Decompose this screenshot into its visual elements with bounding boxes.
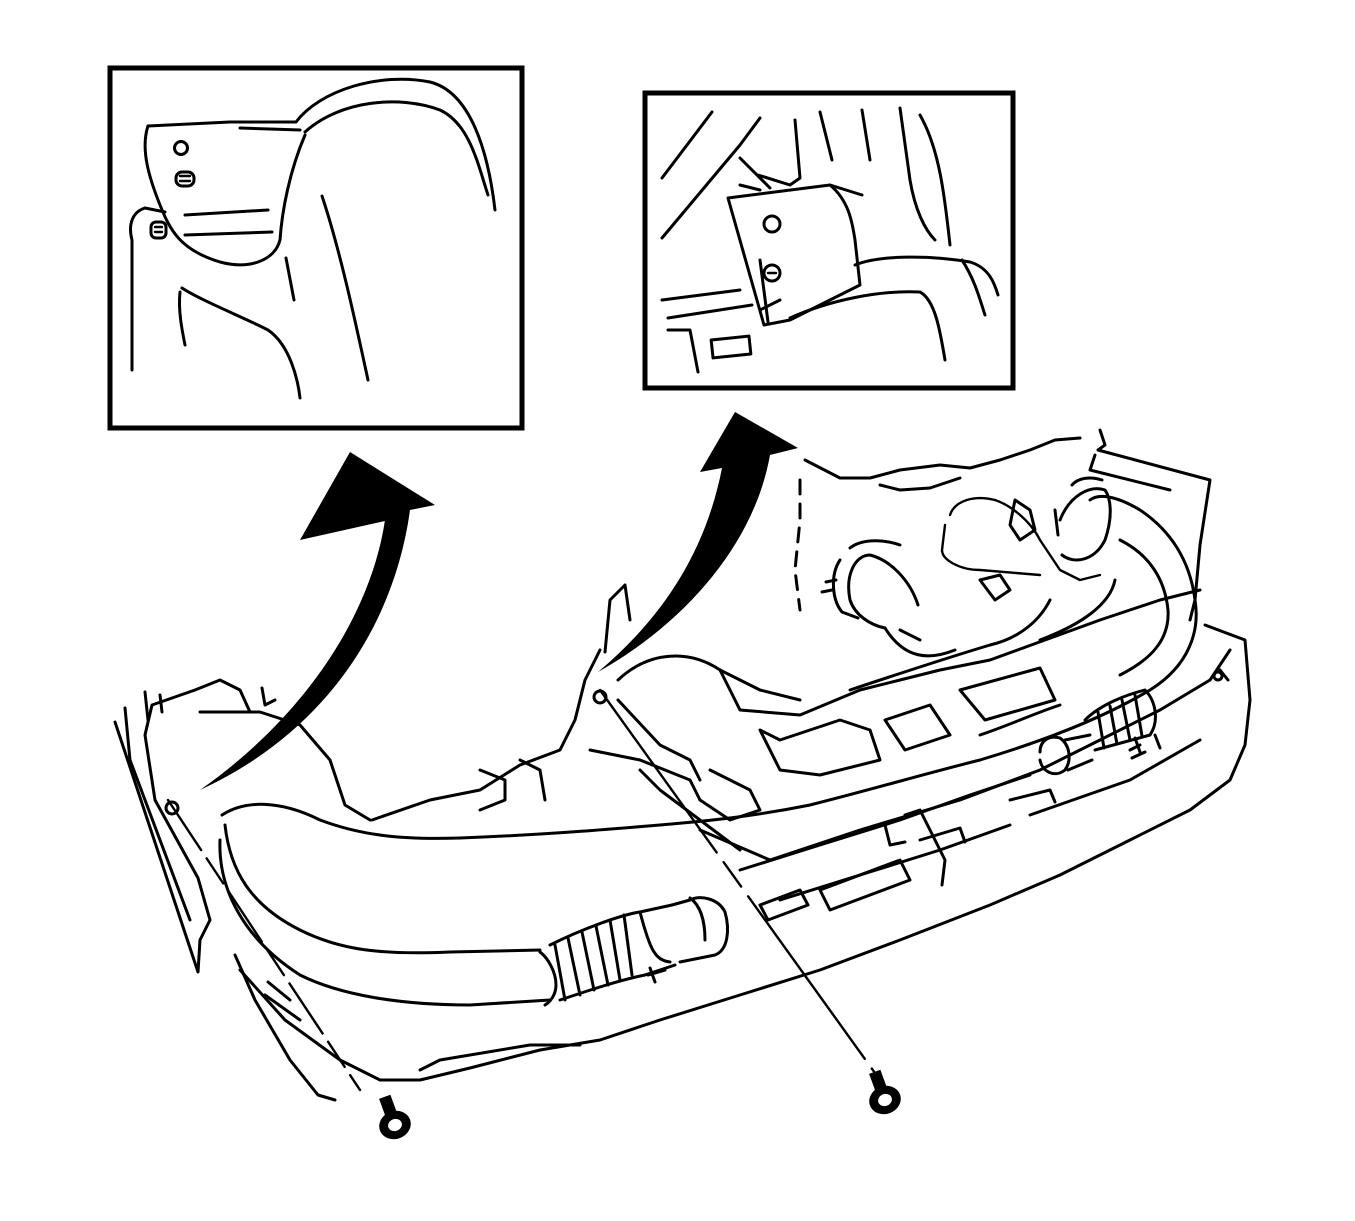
leader-lines xyxy=(166,688,882,1092)
bolt-icon xyxy=(379,1094,411,1140)
fastener-icon xyxy=(164,800,180,816)
vent-grille xyxy=(883,703,952,752)
bracket-outline xyxy=(146,77,497,212)
callout-arrow-left xyxy=(200,452,435,790)
bolt-icon xyxy=(869,1069,901,1115)
bracket-outline xyxy=(726,183,862,327)
detail-frame-left xyxy=(107,65,525,431)
connector xyxy=(978,573,1012,602)
vent-slot xyxy=(758,888,810,922)
connector xyxy=(1008,498,1037,542)
callout-arrow-icon xyxy=(598,412,798,672)
detail-view-right xyxy=(642,90,1016,391)
callout-arrow-right xyxy=(598,412,798,672)
screw-icon xyxy=(762,263,782,283)
mounting-bolt-right xyxy=(869,1069,901,1115)
detail-view-left xyxy=(107,65,525,431)
hole-icon xyxy=(762,214,782,234)
callout-arrow-icon xyxy=(200,452,435,790)
vent-grille xyxy=(958,666,1057,722)
instrument-panel-carrier xyxy=(113,428,1252,1102)
mounting-bolt-left xyxy=(379,1094,411,1140)
vent-grille xyxy=(758,718,882,777)
fastener-icon xyxy=(592,689,608,705)
fastener-icon xyxy=(1212,670,1224,682)
air-distribution-duct xyxy=(218,476,1198,1007)
vent-slot xyxy=(818,858,912,912)
screw-icon xyxy=(149,220,168,240)
screw-icon xyxy=(174,170,196,188)
hole-icon xyxy=(173,140,189,156)
